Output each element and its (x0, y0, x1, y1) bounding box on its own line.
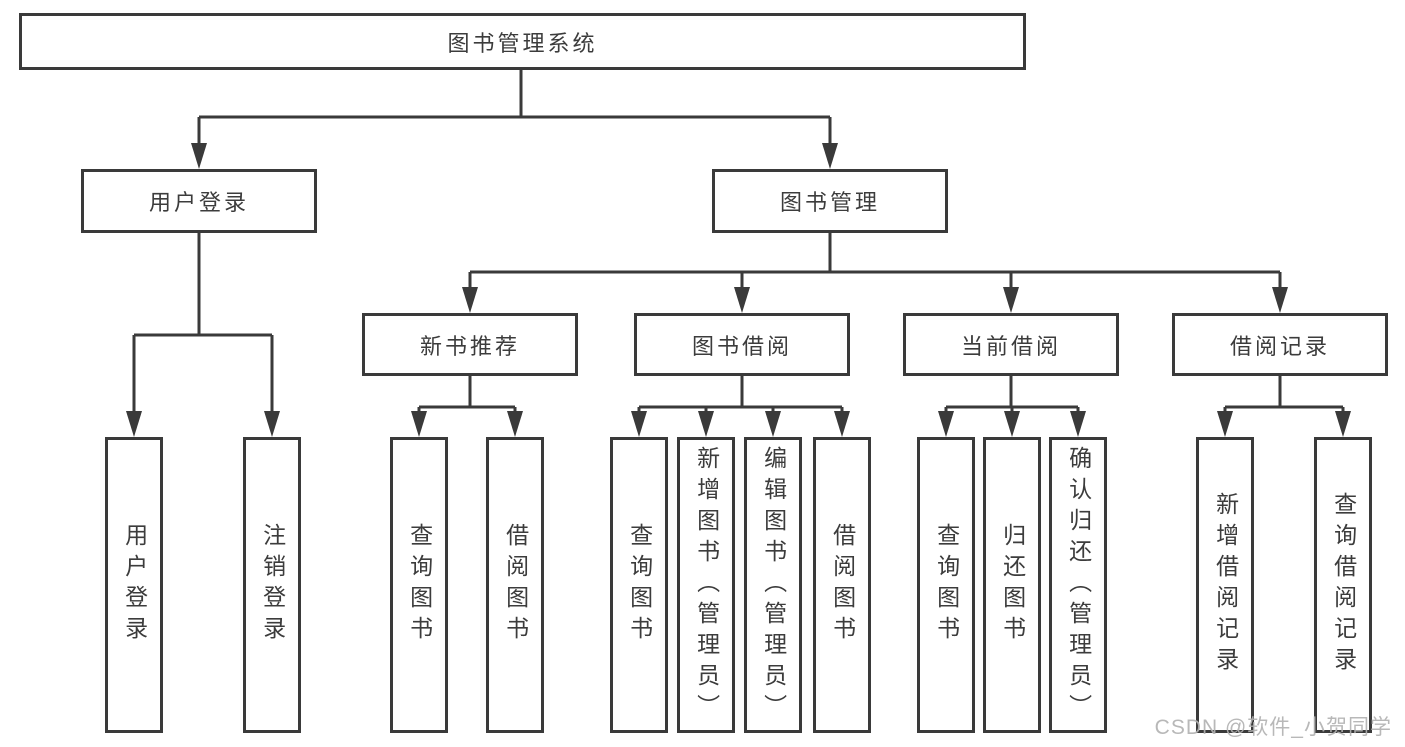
leaf-cb-query-books: 查询图书 (917, 437, 975, 733)
leaf-nbr-borrow-books: 借阅图书 (486, 437, 544, 733)
leaf-br-query-record: 查询借阅记录 (1314, 437, 1372, 733)
node-root: 图书管理系统 (19, 13, 1026, 70)
node-book-borrow: 图书借阅 (634, 313, 850, 376)
leaf-cb-return-books: 归还图书 (983, 437, 1041, 733)
leaf-bb-edit-books-admin: 编辑图书（管理员） (744, 437, 802, 733)
leaf-user-login: 用户登录 (105, 437, 163, 733)
node-book-mgmt: 图书管理 (712, 169, 948, 233)
node-current-borrow: 当前借阅 (903, 313, 1119, 376)
leaf-bb-add-books-admin: 新增图书（管理员） (677, 437, 735, 733)
node-borrow-records: 借阅记录 (1172, 313, 1388, 376)
leaf-bb-borrow-books: 借阅图书 (813, 437, 871, 733)
leaf-cb-confirm-return-admin: 确认归还（管理员） (1049, 437, 1107, 733)
leaf-nbr-query-books: 查询图书 (390, 437, 448, 733)
node-new-book-rec: 新书推荐 (362, 313, 578, 376)
leaf-bb-query-books: 查询图书 (610, 437, 668, 733)
leaf-br-add-record: 新增借阅记录 (1196, 437, 1254, 733)
node-user-login: 用户登录 (81, 169, 317, 233)
arrowheads (126, 143, 1351, 437)
watermark: CSDN @软件_小贺同学 (1154, 716, 1392, 739)
leaf-logout: 注销登录 (243, 437, 301, 733)
